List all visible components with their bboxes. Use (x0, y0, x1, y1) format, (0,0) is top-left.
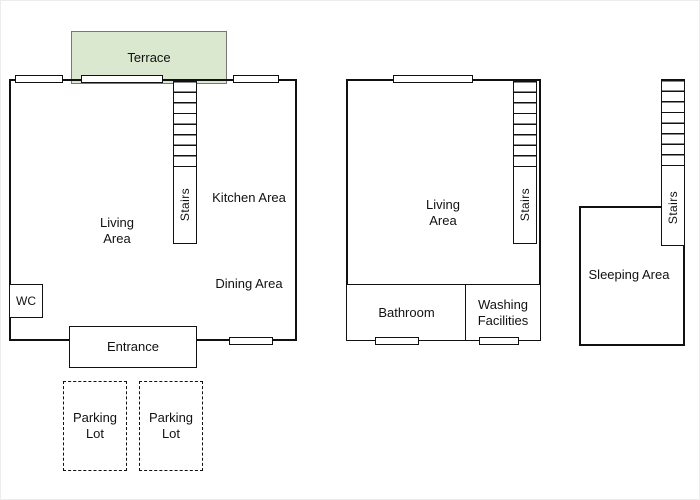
window-bathroom (375, 337, 419, 345)
washing-facilities: Washing Facilities (465, 284, 541, 341)
stairs-label: Stairs (178, 188, 192, 222)
sleeping-area-label: Sleeping Area (588, 267, 670, 282)
living-area-label: Living Area (100, 215, 134, 246)
terrace-label: Terrace (127, 49, 171, 65)
parking-lot-2-label: Parking Lot (148, 410, 194, 441)
window-top-left (15, 75, 63, 83)
terrace-door-opening (81, 75, 163, 83)
stairs-label: Stairs (666, 190, 680, 225)
window-first-floor-top (393, 75, 473, 83)
stairs-rungs-icon (662, 80, 684, 170)
window-top-right (233, 75, 279, 83)
stairs-label-wrap: Stairs (514, 167, 536, 243)
sleeping-room (579, 206, 685, 346)
stairs-rungs-icon (174, 81, 196, 167)
parking-lot-1: Parking Lot (63, 381, 127, 471)
stairs-label-wrap: Stairs (662, 170, 684, 245)
wc-room: WC (9, 284, 43, 318)
ground-floor-room (9, 79, 297, 341)
dining-area-label: Dining Area (215, 276, 283, 291)
parking-lot-1-label: Parking Lot (72, 410, 118, 441)
entrance: Entrance (69, 326, 197, 368)
window-bottom-right (229, 337, 273, 345)
window-washing (479, 337, 519, 345)
kitchen-area-label: Kitchen Area (212, 190, 286, 205)
living-area-label-first-floor: Living Area (426, 197, 460, 228)
stairs-label: Stairs (518, 188, 532, 222)
bathroom-label: Bathroom (378, 304, 435, 320)
parking-lot-2: Parking Lot (139, 381, 203, 471)
second-floor-stairs: Stairs (661, 79, 685, 246)
washing-facilities-label: Washing Facilities (477, 296, 529, 328)
bathroom: Bathroom (346, 284, 467, 341)
entrance-label: Entrance (106, 339, 160, 354)
wc-label: WC (16, 294, 36, 308)
first-floor-stairs: Stairs (513, 80, 537, 244)
stairs-rungs-icon (514, 81, 536, 167)
stairs-label-wrap: Stairs (174, 167, 196, 243)
ground-floor-stairs: Stairs (173, 80, 197, 244)
